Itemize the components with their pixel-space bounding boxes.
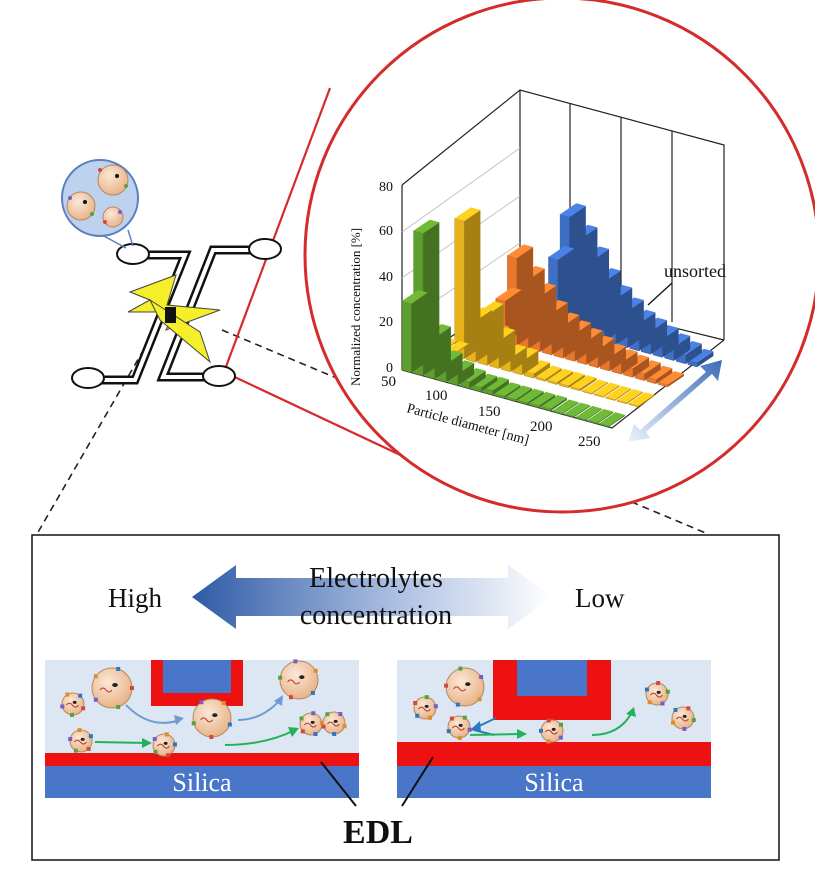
label-low: Low	[575, 583, 625, 613]
nanoparticle	[191, 698, 232, 739]
reservoir-inlet	[116, 243, 150, 265]
histogram-bars	[401, 203, 714, 428]
nanoparticle	[413, 695, 438, 720]
concentration-arrow-icon	[192, 565, 552, 629]
unsorted-pointer	[647, 282, 673, 306]
unsorted-label: unsorted	[664, 261, 726, 281]
label-concentration: concentration	[300, 600, 452, 631]
bar-s0-b11	[529, 391, 556, 409]
y-tick-0: 0	[386, 361, 393, 376]
bar-s1-b15	[605, 385, 632, 401]
lightning-bolt-icon	[127, 274, 221, 331]
bar-s0-b10	[517, 388, 544, 405]
bar-s1-b17	[628, 392, 655, 408]
bar-s1-b9	[535, 365, 562, 382]
bar-s0-b9	[506, 385, 533, 402]
bar-s1-b14	[593, 382, 620, 398]
bar-s0-b14	[564, 402, 591, 418]
y-tick-60: 60	[379, 224, 393, 239]
bar-s2-b17	[658, 371, 684, 388]
depth-arrow-icon	[628, 360, 722, 442]
bar-s1-b12	[570, 375, 597, 392]
y-tick-80: 80	[379, 180, 393, 195]
bar-s1-b10	[547, 368, 574, 385]
bar-s0-b0	[401, 290, 428, 373]
silica-right	[397, 766, 711, 798]
bar-s0-b16	[587, 409, 614, 425]
edl-pointers	[320, 756, 434, 807]
nanoparticles	[60, 659, 696, 758]
bar-s0-b8	[494, 382, 521, 399]
silica-label-left: Silica	[172, 768, 232, 797]
x-tick-200: 200	[530, 419, 553, 435]
nanoparticle	[299, 711, 324, 737]
bar-s0-b6	[471, 373, 498, 393]
x-tick-100: 100	[425, 388, 448, 404]
bar-s1-b8	[524, 360, 551, 379]
reservoir-top-right	[248, 238, 282, 260]
edl-label: EDL	[343, 814, 413, 851]
bar-s1-b16	[616, 389, 643, 405]
sample-particles	[66, 164, 129, 228]
silica-label-right: Silica	[524, 768, 584, 797]
x-tick-50: 50	[381, 374, 396, 390]
nanoparticle	[539, 718, 564, 744]
bar-s1-b11	[558, 371, 585, 389]
silica-left	[45, 766, 359, 798]
bar-s0-b15	[575, 405, 602, 421]
label-high: High	[108, 583, 163, 613]
bar-s0-b17	[599, 412, 625, 428]
flow-arrows	[94, 695, 636, 748]
edl-layer-left	[45, 753, 359, 766]
nanoparticle	[444, 666, 485, 707]
microfluidic-device	[61, 159, 282, 389]
edl-layer-right	[397, 742, 711, 766]
nanoparticle	[278, 659, 319, 700]
y-tick-40: 40	[379, 270, 393, 285]
bar-s0-b12	[541, 395, 567, 412]
x-tick-250: 250	[578, 434, 601, 450]
y-tick-20: 20	[379, 315, 393, 330]
y-axis-ticks: 0 20 40 60 80	[379, 180, 393, 376]
reservoir-bottom-left	[71, 367, 105, 389]
label-electrolytes: Electrolytes	[309, 563, 443, 594]
nanoparticle	[60, 692, 86, 717]
bar-s0-b13	[552, 399, 579, 415]
x-tick-150: 150	[478, 404, 501, 420]
nanoparticle	[152, 732, 177, 758]
nanoparticle	[68, 728, 93, 753]
bar-s0-b7	[483, 376, 509, 396]
x-axis-ticks: 50 100 150 200 250	[381, 374, 601, 450]
nanoparticle	[446, 715, 472, 740]
y-axis-label: Normalized concentration [%]	[348, 228, 363, 386]
reservoir-outlet	[202, 365, 236, 387]
bar-s1-b2	[454, 207, 481, 360]
nanoparticle	[91, 666, 134, 710]
nanoparticle	[671, 706, 696, 731]
bar-s1-b13	[582, 379, 609, 395]
nanoparticle	[644, 681, 670, 706]
nanoparticle	[321, 711, 347, 736]
